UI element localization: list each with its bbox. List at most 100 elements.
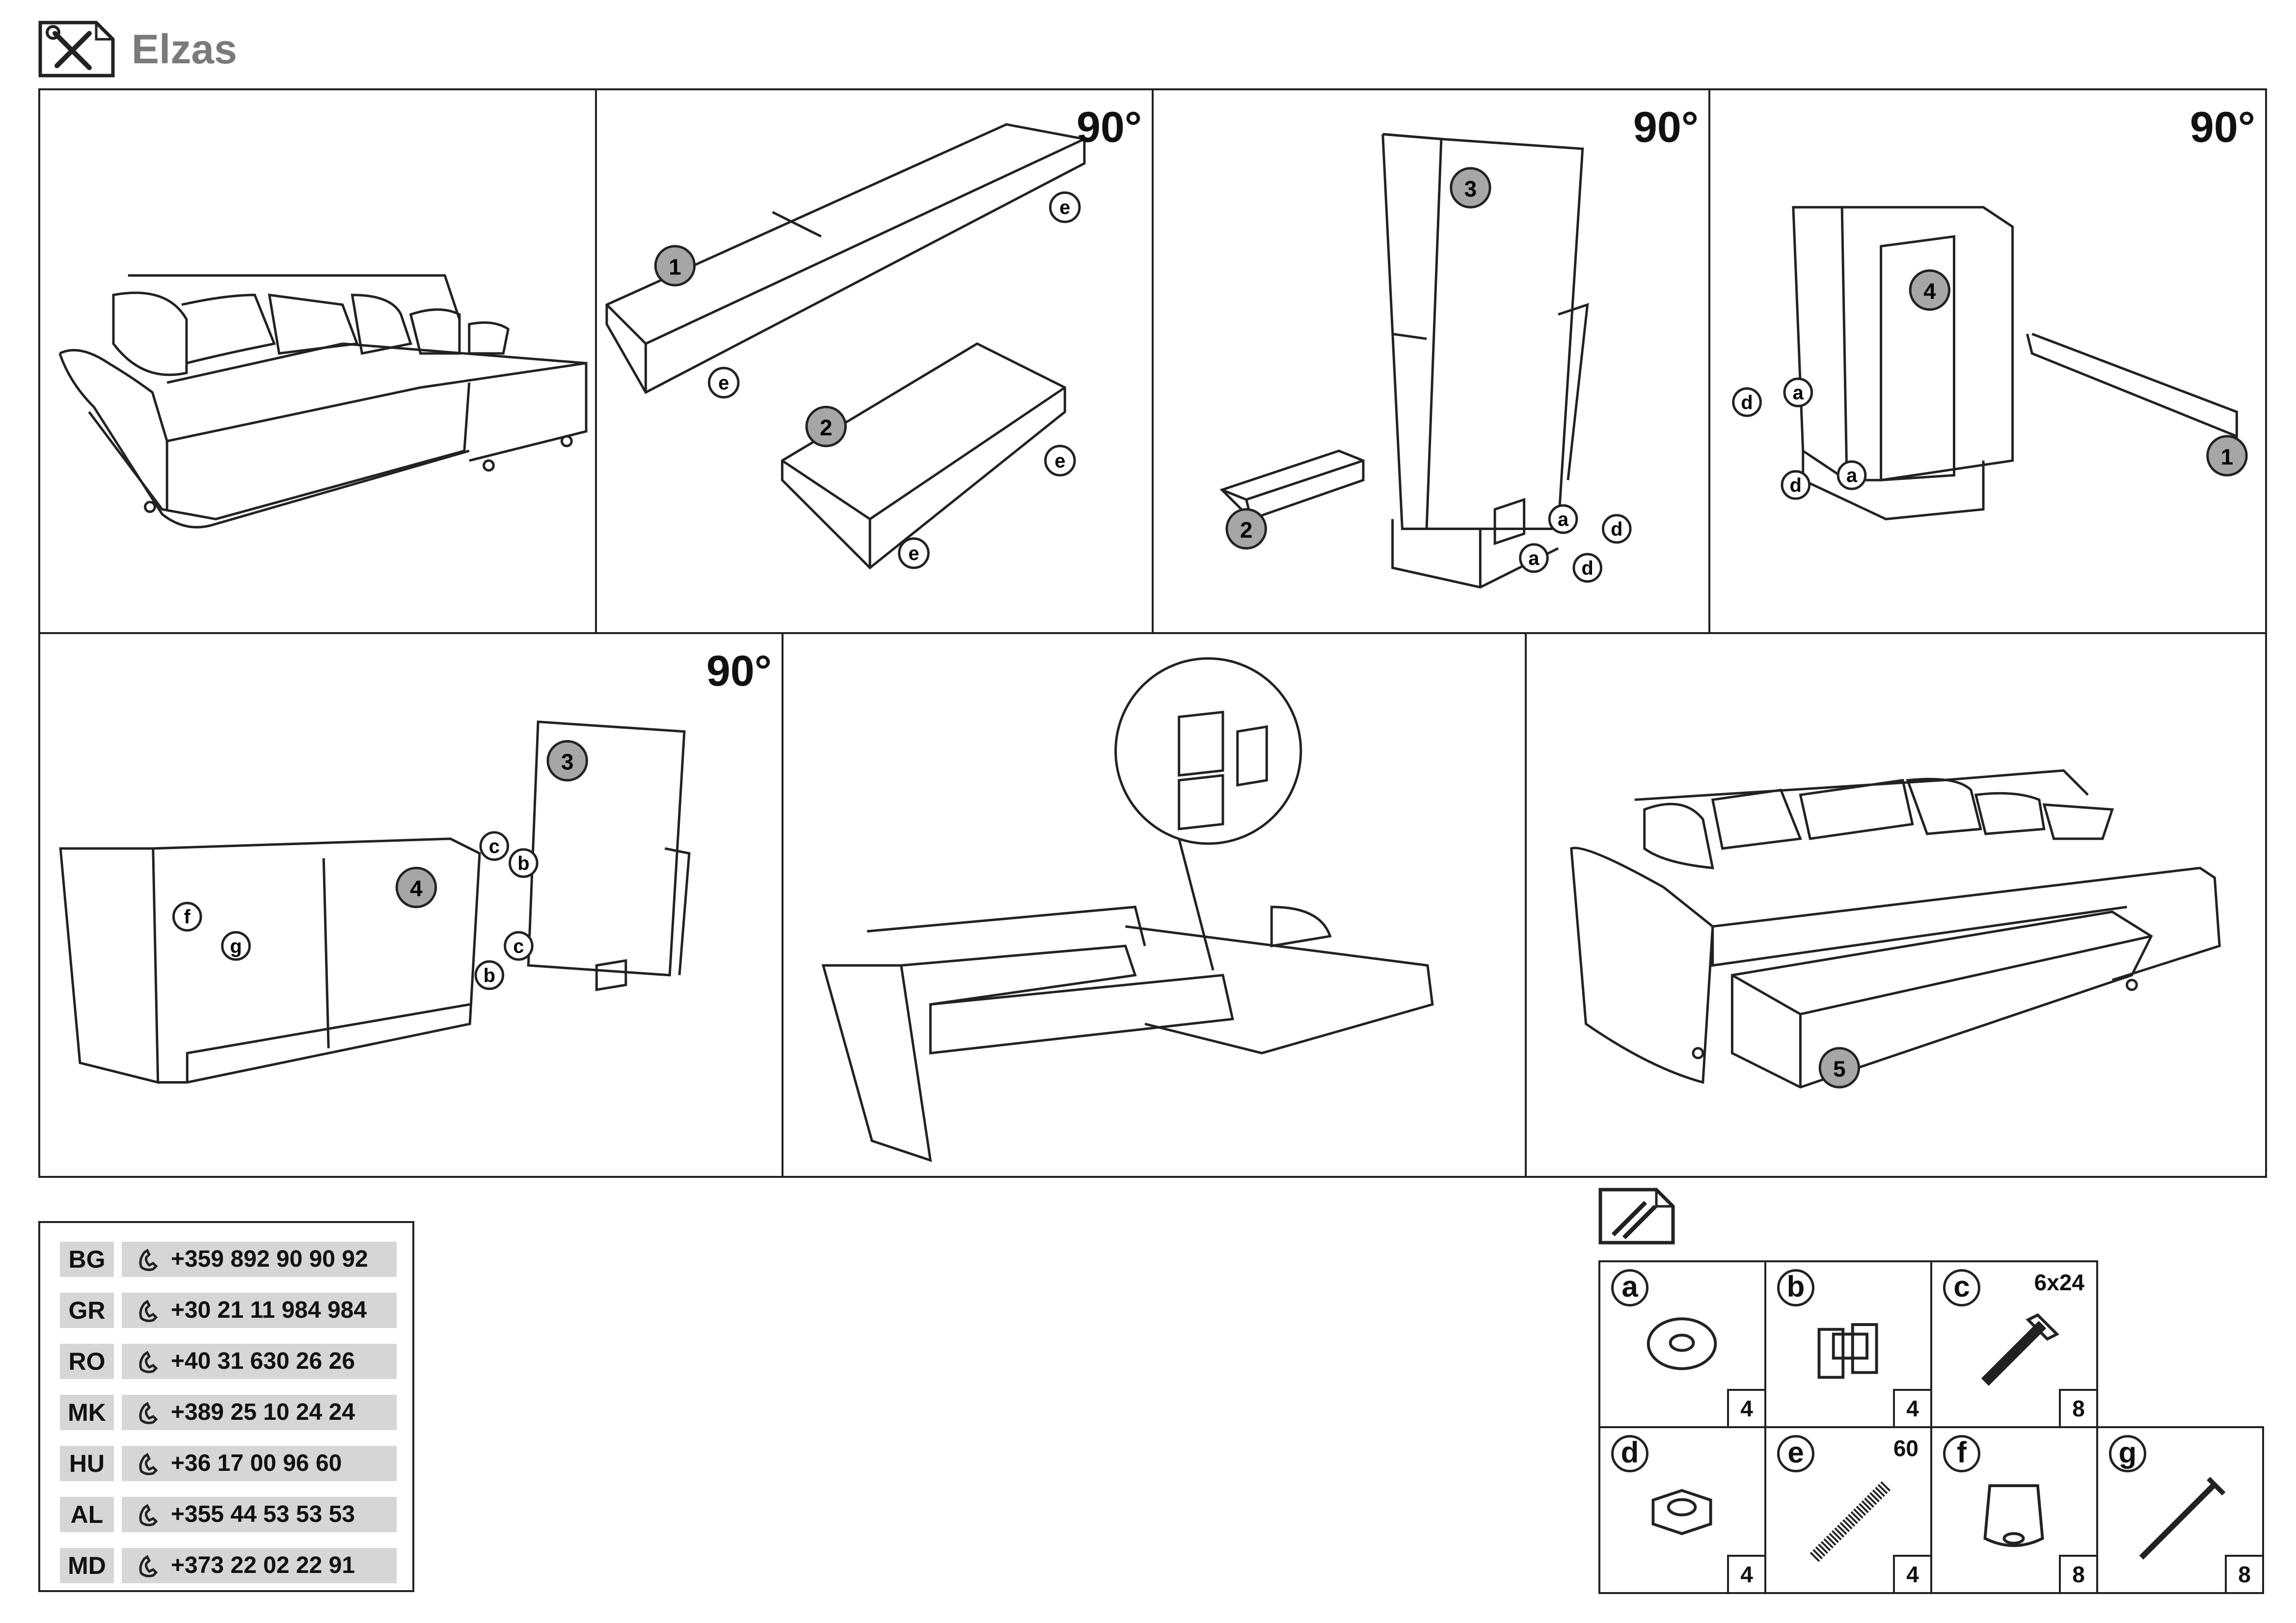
pin-e-label: e [1059, 197, 1070, 218]
nut-d-label: d [1741, 392, 1753, 413]
phone-number: +30 21 11 984 984 [171, 1297, 367, 1323]
phone-field: +373 22 02 22 91 [122, 1548, 397, 1583]
phone-icon [139, 1555, 158, 1577]
side-frame-assembly-illustration: 3 2 a d a d [1219, 133, 1632, 589]
part-2-badge: 2 [1240, 517, 1252, 542]
phone-field: +30 21 11 984 984 [122, 1293, 397, 1328]
rotate-90-label: 90° [2189, 103, 2255, 151]
country-code: AL [60, 1497, 114, 1532]
step-7-panel: 5 [1525, 632, 2267, 1178]
part-quantity: 8 [2225, 1555, 2262, 1592]
phone-field: +389 25 10 24 24 [122, 1395, 397, 1430]
washer-a-label: a [1846, 465, 1858, 486]
phone-icon [139, 1504, 158, 1526]
country-code: BG [60, 1242, 114, 1277]
rotate-90-label: 90° [1633, 103, 1699, 151]
hardware-kit-icon [1598, 1188, 1675, 1245]
phone-icon [139, 1351, 158, 1373]
nut-d-label: d [1790, 475, 1802, 496]
phone-field: +355 44 53 53 53 [122, 1497, 397, 1532]
foot-f-label: f [184, 906, 191, 928]
foot-glide-icon [1983, 1484, 2044, 1547]
rotate-90-label: 90° [706, 646, 772, 695]
nut-d-label: d [1582, 558, 1594, 579]
part-5-badge: 5 [1833, 1056, 1845, 1081]
frame-assembly-illustration: 4 1 d a d a [1732, 206, 2248, 521]
nut-d-label: d [1611, 518, 1622, 540]
phone-number: +359 892 90 90 92 [171, 1246, 368, 1272]
washer-a-label: a [1528, 548, 1540, 569]
bracket-b-label: b [484, 965, 495, 986]
country-code: MK [60, 1395, 114, 1430]
part-spec: 60 [1893, 1436, 1918, 1461]
country-code: HU [60, 1446, 114, 1481]
phone-icon [139, 1453, 158, 1475]
part-1-badge: 1 [669, 254, 681, 279]
back-frame-assembly-illustration: 4 3 c b c b f g [59, 720, 691, 1084]
page-title: Elzas [132, 26, 237, 72]
contact-row: GR +30 21 11 984 984 [60, 1293, 397, 1328]
hinge-c-label: c [489, 836, 500, 857]
hinge-connection-illustration [821, 657, 1434, 1162]
pin-e-label: e [718, 372, 729, 394]
pin-e-label: e [1054, 450, 1065, 472]
part-letter: d [1611, 1435, 1648, 1472]
bolt-icon [1981, 1313, 2059, 1386]
bracket-b-label: b [517, 853, 529, 875]
threaded-rod-icon [1810, 1481, 1891, 1562]
country-code: RO [60, 1344, 114, 1379]
contact-row: AL+355 44 53 53 53 [60, 1497, 397, 1532]
part-3-badge: 3 [561, 749, 573, 774]
part-quantity: 4 [1893, 1389, 1930, 1426]
phone-number: +36 17 00 96 60 [171, 1450, 342, 1476]
part-spec: 6x24 [2034, 1270, 2084, 1295]
contact-row: MK +389 25 10 24 24 [60, 1395, 397, 1430]
hinge-bracket-icon [1817, 1323, 1878, 1379]
tools-icon [38, 21, 115, 78]
part-letter: b [1777, 1269, 1814, 1306]
phone-icon [139, 1402, 158, 1424]
pin-e-label: e [908, 543, 919, 564]
part-letter: g [2109, 1435, 2146, 1472]
part-quantity: 8 [2059, 1555, 2096, 1592]
step-1-panel [38, 88, 597, 634]
frame-parts-illustration: 1 2 e e e e [605, 123, 1086, 570]
hinge-c-label: c [513, 935, 524, 957]
step-3-panel: 3 2 a d a d 90° [1152, 88, 1710, 634]
part-letter: f [1943, 1435, 1980, 1472]
part-2-badge: 2 [820, 415, 832, 440]
contact-row: HU +36 17 00 96 60 [60, 1446, 397, 1481]
part-letter: a [1611, 1269, 1648, 1306]
part-quantity: 4 [1727, 1555, 1764, 1592]
phone-number: +40 31 630 26 26 [171, 1348, 355, 1374]
assembled-sofa-illustration [58, 274, 588, 529]
washer-icon [1647, 1317, 1717, 1370]
part-4-badge: 4 [1923, 279, 1936, 304]
hex-nut-icon [1651, 1489, 1712, 1535]
step-6-panel [782, 632, 1527, 1178]
phone-field: +36 17 00 96 60 [122, 1446, 397, 1481]
sofa-bed-extended-illustration: 5 [1570, 769, 2221, 1089]
part-quantity: 4 [1727, 1389, 1764, 1426]
contact-row: RO +40 31 630 26 26 [60, 1344, 397, 1379]
step-2-panel: 1 2 e e e e 90° [595, 88, 1154, 634]
phone-icon [139, 1300, 158, 1322]
screw-g-label: g [230, 935, 242, 957]
wood-screw-icon [2139, 1477, 2226, 1560]
washer-a-label: a [1793, 382, 1804, 403]
part-letter: c [1943, 1269, 1980, 1306]
part-3-badge: 3 [1464, 176, 1477, 201]
phone-number: +373 22 02 22 91 [171, 1552, 355, 1578]
country-code: GR [60, 1293, 114, 1328]
phone-number: +389 25 10 24 24 [171, 1399, 355, 1425]
washer-a-label: a [1558, 509, 1569, 531]
phone-field: +40 31 630 26 26 [122, 1344, 397, 1379]
